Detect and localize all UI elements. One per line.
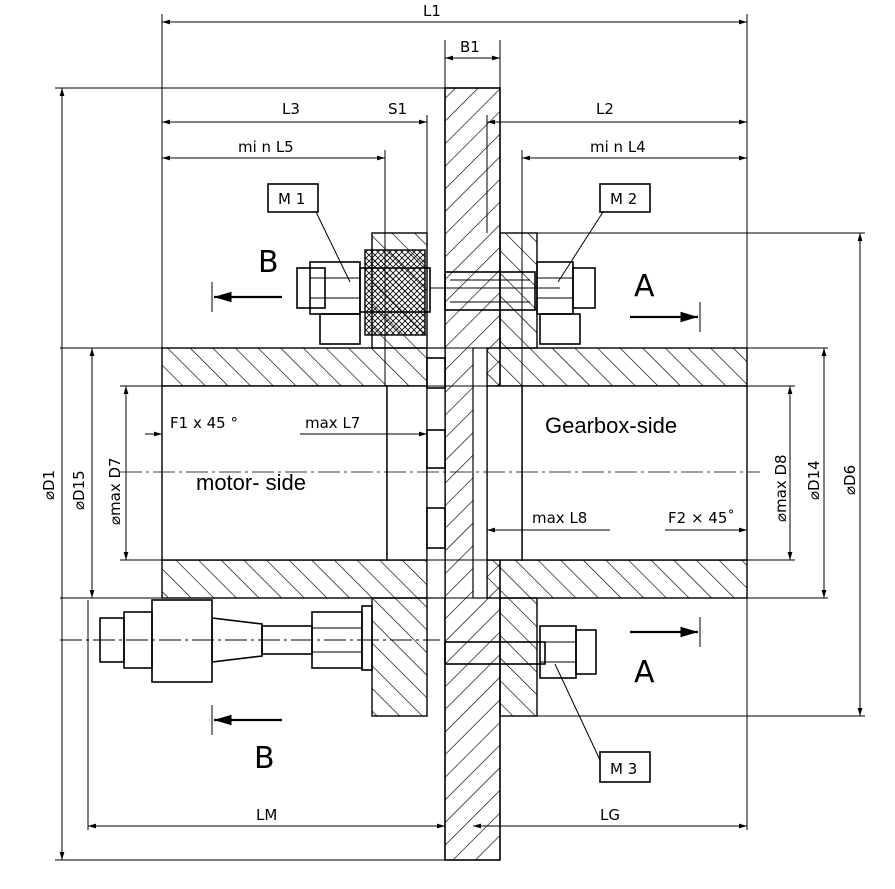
motor-bore-recess <box>386 385 428 561</box>
label-lg: LG <box>600 806 620 824</box>
label-motor-side: motor- side <box>196 470 306 495</box>
callout-boxes <box>267 183 651 783</box>
gearbox-bore <box>521 385 748 561</box>
label-a-bottom: A <box>634 655 655 690</box>
label-s1: S1 <box>388 100 407 118</box>
motor-hub-lower <box>161 559 428 599</box>
label-gearbox-side: Gearbox-side <box>545 413 677 438</box>
label-d7: ⌀max D7 <box>106 457 124 525</box>
gearbox-flange-lower <box>499 597 538 717</box>
gearbox-bore-recess <box>486 385 523 561</box>
text-labels: L1 B1 L3 S1 L2 mi n L5 mi n L4 M 1 M 2 M… <box>40 2 859 824</box>
upper-bolt-assembly <box>296 261 596 345</box>
label-min-l5: mi n L5 <box>238 138 294 156</box>
lower-bolt-assembly <box>60 599 597 683</box>
gearbox-hub-lower <box>486 559 748 599</box>
view-arrows <box>211 282 701 735</box>
label-d6: ⌀D6 <box>841 465 859 495</box>
gearbox-hub-upper <box>486 347 748 387</box>
label-l2: L2 <box>596 100 614 118</box>
label-m2: M 2 <box>610 190 637 208</box>
label-l3: L3 <box>282 100 300 118</box>
label-max-l8: max L8 <box>532 509 587 527</box>
bores <box>161 347 748 599</box>
label-lm: LM <box>256 806 277 824</box>
label-a-top: A <box>634 269 655 304</box>
label-d8: ⌀max D8 <box>772 454 790 522</box>
motor-hub-upper <box>161 347 428 387</box>
dimension-lines <box>55 14 865 861</box>
motor-flange-lower <box>371 597 428 717</box>
label-max-l7: max L7 <box>305 414 360 432</box>
label-d1: ⌀D1 <box>40 470 58 500</box>
label-b-top: B <box>258 245 279 280</box>
hatched-sections <box>161 87 748 861</box>
label-b1: B1 <box>460 38 480 56</box>
elastic-element <box>364 249 426 336</box>
label-f2: F2 × 45˚ <box>668 509 735 527</box>
label-m1: M 1 <box>278 190 305 208</box>
gearbox-flange-upper <box>499 232 538 349</box>
label-b-bottom: B <box>254 741 275 776</box>
label-min-l4: mi n L4 <box>590 138 646 156</box>
label-l1: L1 <box>423 2 441 20</box>
label-d14: ⌀D14 <box>805 460 823 500</box>
label-m3: M 3 <box>610 760 637 778</box>
label-d15: ⌀D15 <box>70 470 88 510</box>
label-f1: F1 x 45 ° <box>170 414 238 432</box>
